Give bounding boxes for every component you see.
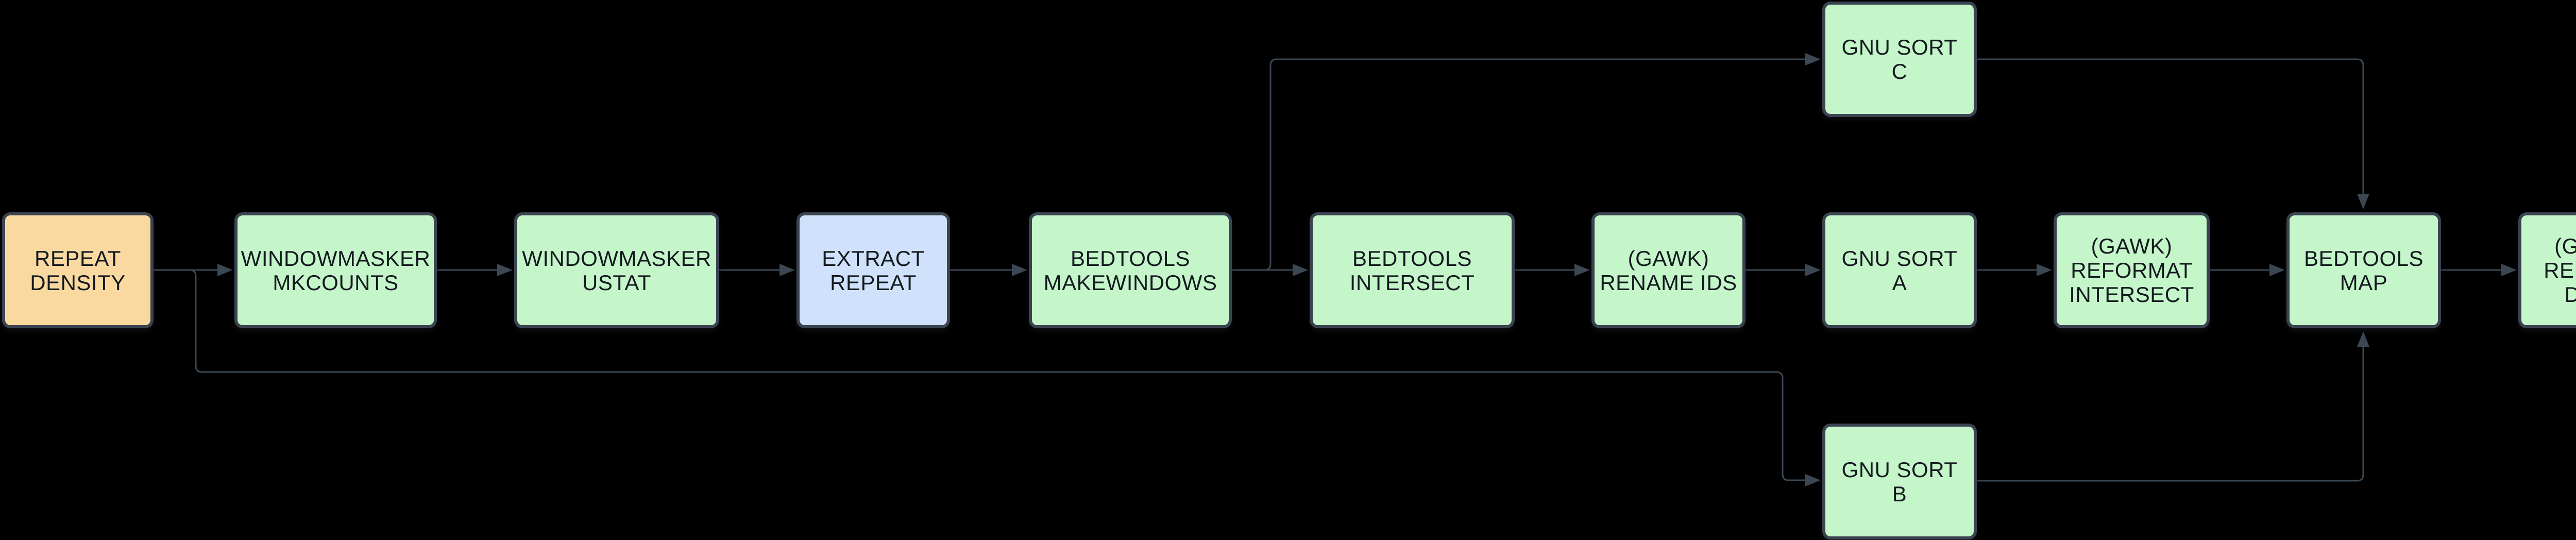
- node-windowmasker-mkcounts[interactable]: WINDOWMASKER MKCOUNTS: [234, 212, 437, 328]
- node-label: WINDOWMASKER USTAT: [522, 246, 711, 295]
- node-label: GNU SORT B: [1841, 457, 1958, 506]
- node-label: (GAWK) REPLACE DOTS: [2544, 234, 2576, 307]
- node-repeat-density[interactable]: REPEAT DENSITY: [2, 212, 154, 328]
- node-label: GNU SORT C: [1841, 35, 1958, 83]
- node-label: (GAWK) REFORMAT INTERSECT: [2069, 234, 2194, 307]
- node-gawk-replace-dots[interactable]: (GAWK) REPLACE DOTS: [2518, 212, 2576, 328]
- node-gnu-sort-c[interactable]: GNU SORT C: [1822, 2, 1977, 117]
- node-gnu-sort-a[interactable]: GNU SORT A: [1822, 212, 1977, 328]
- edge-gnu-sort-c-to-bedtools-map: [1977, 58, 2369, 209]
- node-gawk-reformat-intersect[interactable]: (GAWK) REFORMAT INTERSECT: [2054, 212, 2210, 328]
- node-label: GNU SORT A: [1841, 246, 1958, 295]
- node-label: WINDOWMASKER MKCOUNTS: [241, 246, 431, 295]
- node-label: BEDTOOLS MAP: [2304, 246, 2424, 295]
- node-bedtools-intersect[interactable]: BEDTOOLS INTERSECT: [1310, 212, 1515, 328]
- node-bedtools-makewindows[interactable]: BEDTOOLS MAKEWINDOWS: [1029, 212, 1232, 328]
- node-windowmasker-ustat[interactable]: WINDOWMASKER USTAT: [514, 212, 719, 328]
- node-gawk-rename-ids[interactable]: (GAWK) RENAME IDS: [1591, 212, 1745, 328]
- node-label: (GAWK) RENAME IDS: [1600, 246, 1737, 295]
- node-extract-repeat[interactable]: EXTRACT REPEAT: [796, 212, 950, 328]
- node-label: EXTRACT REPEAT: [822, 246, 925, 295]
- node-label: BEDTOOLS MAKEWINDOWS: [1043, 246, 1217, 295]
- node-label: BEDTOOLS INTERSECT: [1349, 246, 1475, 295]
- node-gnu-sort-b[interactable]: GNU SORT B: [1822, 424, 1977, 539]
- node-bedtools-map[interactable]: BEDTOOLS MAP: [2286, 212, 2441, 328]
- edge-gnu-sort-b-to-bedtools-map: [1977, 331, 2369, 482]
- node-label: REPEAT DENSITY: [30, 246, 126, 295]
